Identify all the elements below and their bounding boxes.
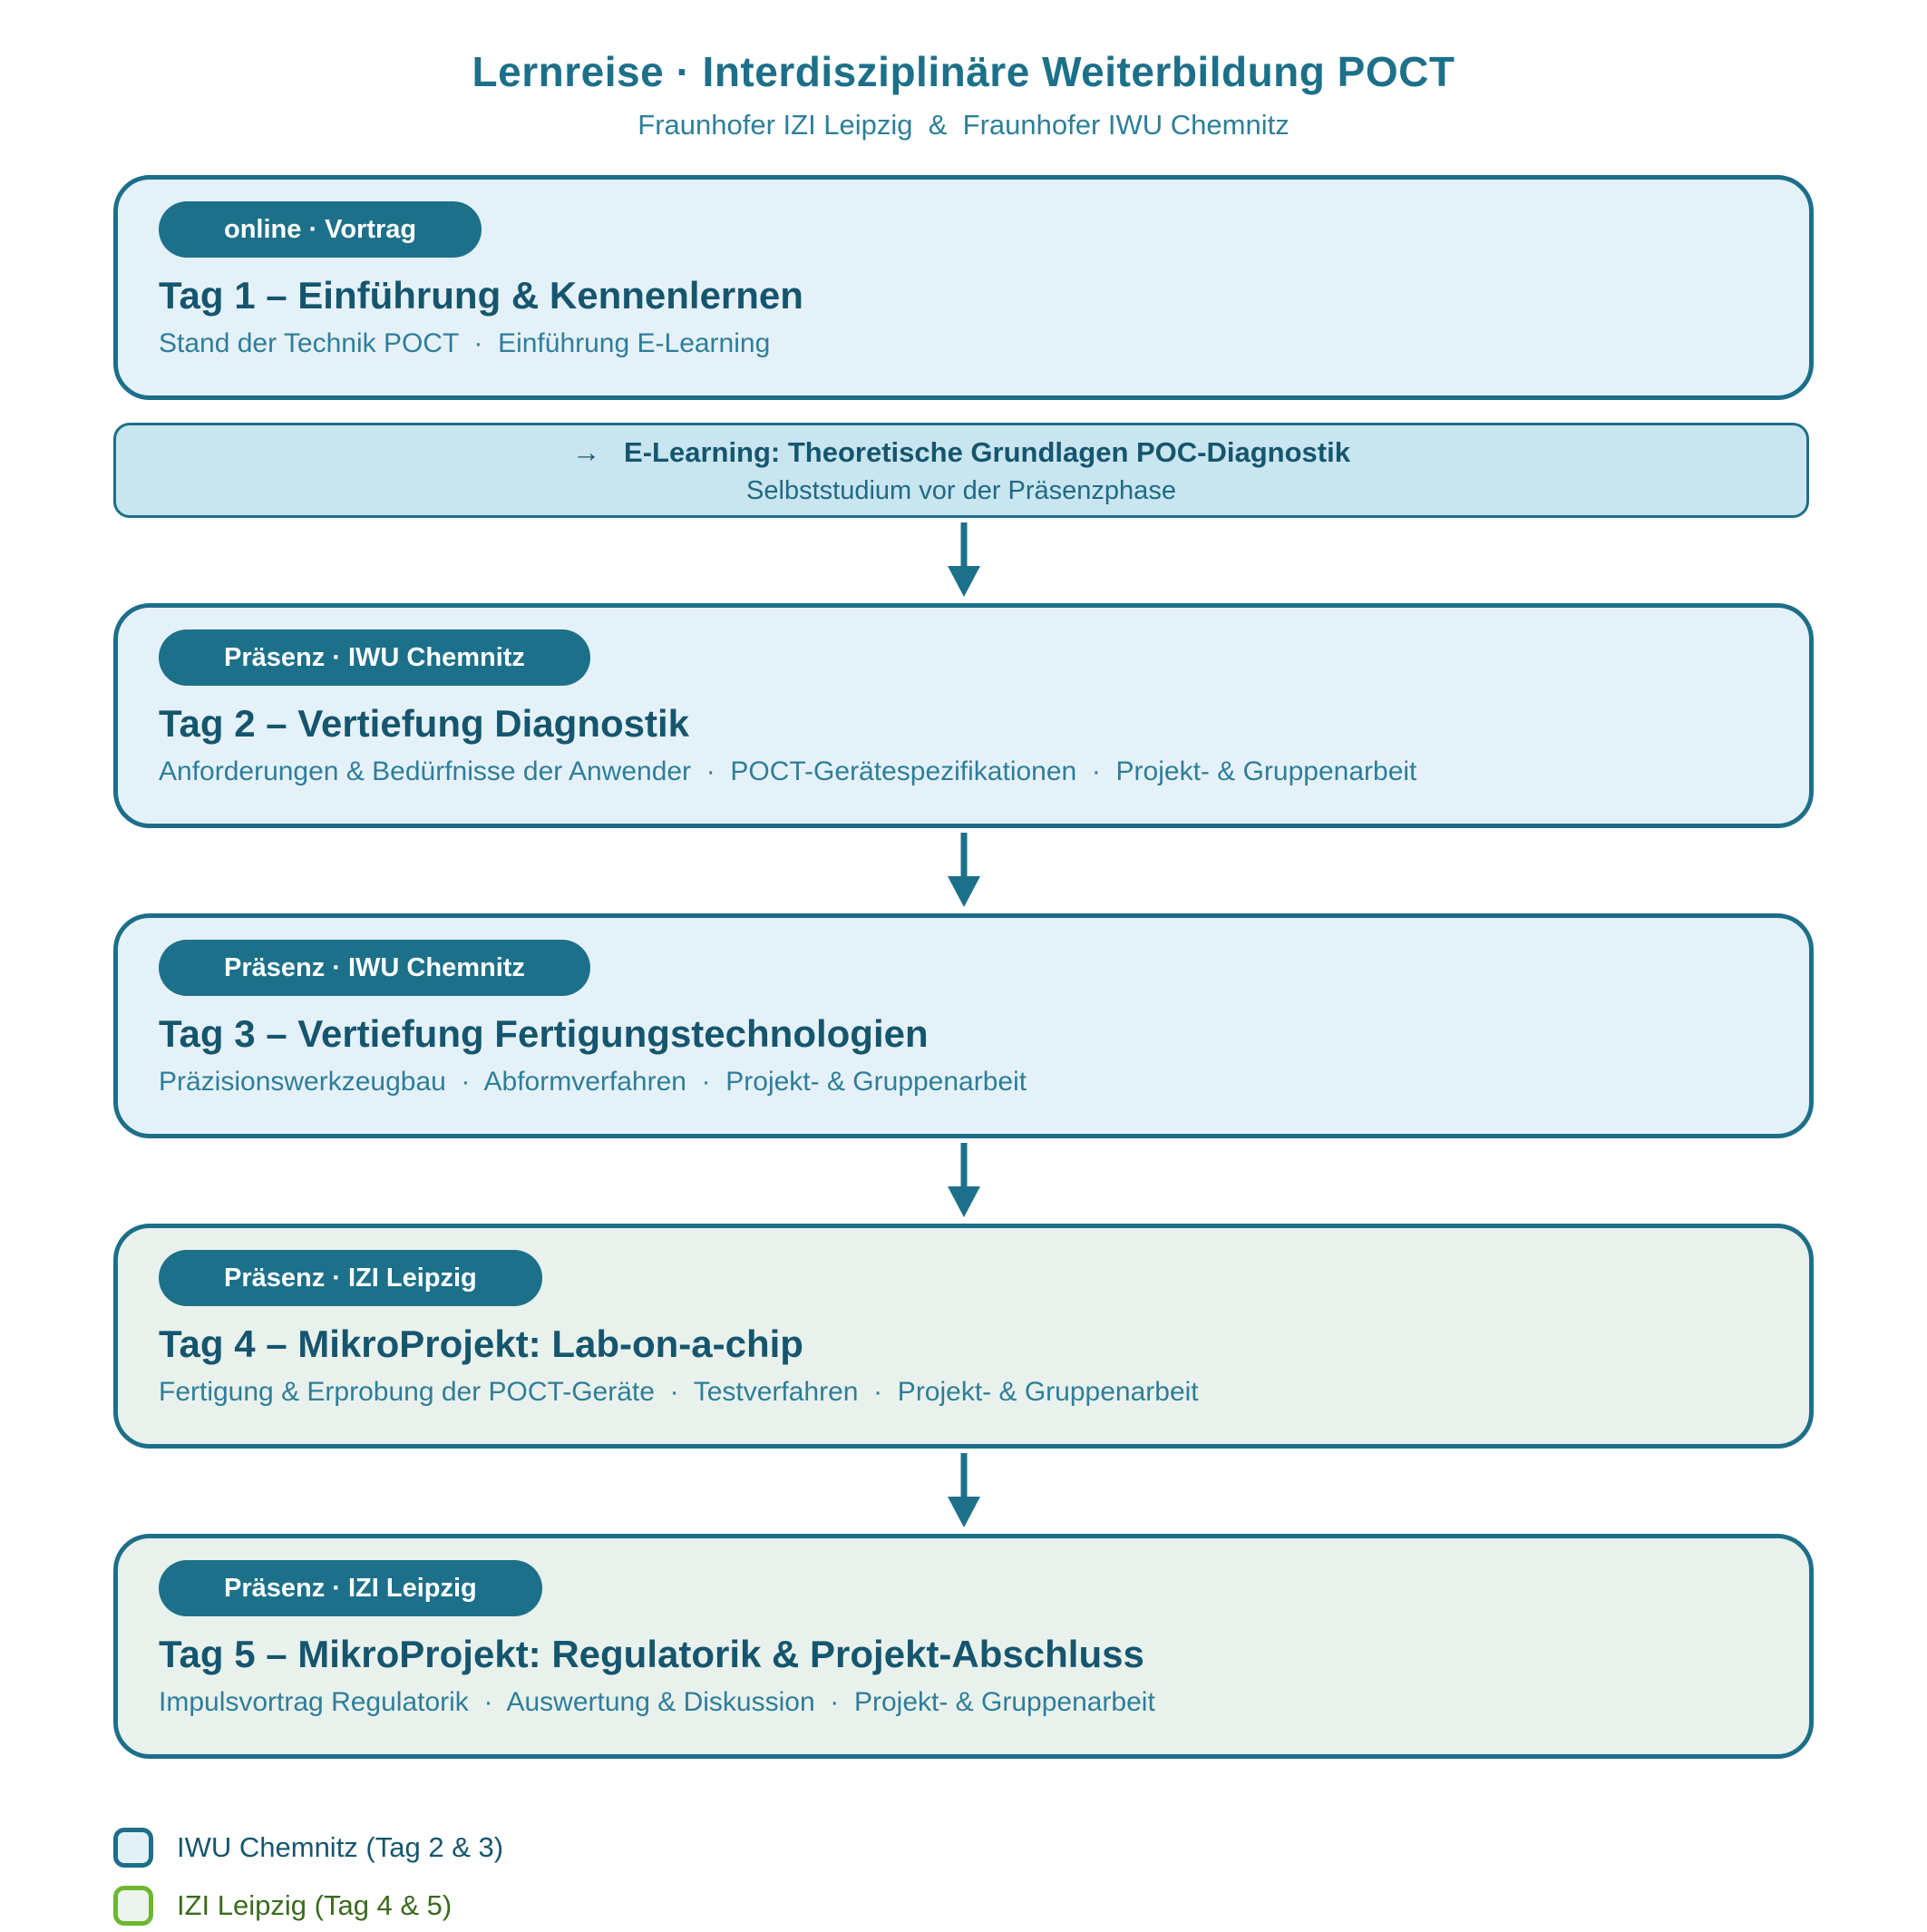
legend-label-iwu: IWU Chemnitz (Tag 2 & 3) xyxy=(177,1831,504,1863)
down-arrow-icon xyxy=(947,833,980,907)
day-2-topics: Anforderungen & Bedürfnisse der Anwender… xyxy=(159,756,1417,786)
flow-column: online · Vortrag Tag 1 – Einführung & Ke… xyxy=(113,175,1814,1759)
elearning-subtitle: Selbststudium vor der Präsenzphase xyxy=(746,476,1176,505)
day-4-badge: Präsenz · IZI Leipzig xyxy=(159,1250,542,1306)
elearning-title-text: E-Learning: Theoretische Grundlagen POC-… xyxy=(624,436,1350,468)
right-arrow-icon: → xyxy=(572,436,601,468)
down-arrow-icon xyxy=(947,1143,980,1217)
day-1-topics: Stand der Technik POCT · Einführung E-Le… xyxy=(159,328,771,358)
day-card-1: online · Vortrag Tag 1 – Einführung & Ke… xyxy=(113,175,1814,400)
down-arrow-icon xyxy=(947,522,980,597)
day-5-title: Tag 5 – MikroProjekt: Regulatorik & Proj… xyxy=(159,1633,1144,1675)
legend: IWU Chemnitz (Tag 2 & 3) IZI Leipzig (Ta… xyxy=(113,1828,1927,1926)
day-3-title: Tag 3 – Vertiefung Fertigungstechnologie… xyxy=(159,1012,929,1055)
day-card-5: Präsenz · IZI Leipzig Tag 5 – MikroProje… xyxy=(113,1534,1814,1759)
elearning-banner: → E-Learning: Theoretische Grundlagen POC… xyxy=(113,423,1809,518)
page-header: Lernreise · Interdisziplinäre Weiterbild… xyxy=(0,0,1927,141)
day-card-2: Präsenz · IWU Chemnitz Tag 2 – Vertiefun… xyxy=(113,603,1814,828)
flow-arrow-3 xyxy=(113,1138,1814,1224)
day-5-badge: Präsenz · IZI Leipzig xyxy=(159,1560,542,1616)
legend-swatch-izi xyxy=(113,1886,153,1926)
flow-arrow-1 xyxy=(113,518,1814,603)
elearning-title: → E-Learning: Theoretische Grundlagen POC… xyxy=(116,436,1806,469)
legend-swatch-iwu xyxy=(113,1828,153,1868)
day-1-title: Tag 1 – Einführung & Kennenlernen xyxy=(159,274,803,317)
legend-row-izi: IZI Leipzig (Tag 4 & 5) xyxy=(113,1886,1927,1926)
down-arrow-icon xyxy=(947,1453,980,1527)
day-2-title: Tag 2 – Vertiefung Diagnostik xyxy=(159,702,690,745)
legend-row-iwu: IWU Chemnitz (Tag 2 & 3) xyxy=(113,1828,1927,1868)
flow-arrow-4 xyxy=(113,1449,1814,1534)
day-5-topics: Impulsvortrag Regulatorik · Auswertung &… xyxy=(159,1687,1155,1717)
day-2-badge: Präsenz · IWU Chemnitz xyxy=(159,629,590,686)
day-3-topics: Präzisionswerkzeugbau · Abformverfahren … xyxy=(159,1067,1027,1097)
day-card-4: Präsenz · IZI Leipzig Tag 4 – MikroProje… xyxy=(113,1224,1814,1449)
flow-arrow-2 xyxy=(113,828,1814,913)
page-title: Lernreise · Interdisziplinäre Weiterbild… xyxy=(472,48,1455,95)
day-3-badge: Präsenz · IWU Chemnitz xyxy=(159,940,590,996)
day-4-title: Tag 4 – MikroProjekt: Lab-on-a-chip xyxy=(159,1322,803,1365)
legend-label-izi: IZI Leipzig (Tag 4 & 5) xyxy=(177,1889,453,1921)
day-4-topics: Fertigung & Erprobung der POCT-Geräte · … xyxy=(159,1377,1199,1407)
page-subtitle: Fraunhofer IZI Leipzig & Fraunhofer IWU … xyxy=(637,109,1290,141)
day-1-badge: online · Vortrag xyxy=(159,201,482,258)
day-card-3: Präsenz · IWU Chemnitz Tag 3 – Vertiefun… xyxy=(113,913,1814,1138)
